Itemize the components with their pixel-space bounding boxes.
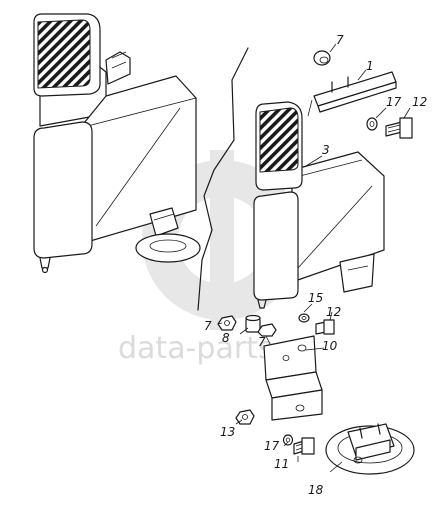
callout-7-mid: 7 [258, 335, 266, 349]
callout-12-mid: 12 [326, 305, 341, 319]
leader-lines [217, 43, 411, 473]
callout-8: 8 [222, 331, 230, 345]
bracket-1 [307, 71, 397, 117]
mudguard-assembly-3 [253, 101, 385, 309]
bolt-12-mid [315, 319, 335, 335]
washer-17-top [366, 117, 378, 131]
callout-17-top: 17 [386, 95, 402, 109]
callout-17-bottom: 17 [264, 439, 280, 453]
left-mudguard-assembly [33, 13, 201, 274]
callout-10: 10 [322, 339, 338, 353]
nut-13 [235, 409, 255, 425]
washer-15 [298, 313, 310, 323]
bolt-12-top [385, 117, 413, 139]
nut-7-left [217, 315, 237, 331]
callout-12-top: 12 [412, 95, 427, 109]
washer-17-bottom [282, 434, 294, 446]
callout-18: 18 [308, 483, 324, 497]
bracket-10 [263, 335, 323, 421]
bolt-11 [293, 437, 315, 455]
callout-7-left: 7 [204, 319, 212, 333]
callout-3: 3 [322, 143, 330, 157]
callout-11: 11 [274, 457, 289, 471]
rubber-pad-18 [325, 423, 415, 475]
callout-13: 13 [220, 425, 235, 439]
nut-7-right [257, 323, 277, 337]
spacer-8 [245, 314, 261, 333]
callout-labels: 7 1 17 12 3 15 12 7 8 7 10 13 17 11 18 [204, 33, 427, 497]
watermark-text: data-parts [118, 331, 274, 366]
callout-1: 1 [366, 59, 374, 73]
callout-7-top: 7 [336, 33, 344, 47]
callout-15: 15 [308, 291, 323, 305]
cut-line [197, 47, 249, 311]
cap-nut-7-top [313, 50, 331, 66]
